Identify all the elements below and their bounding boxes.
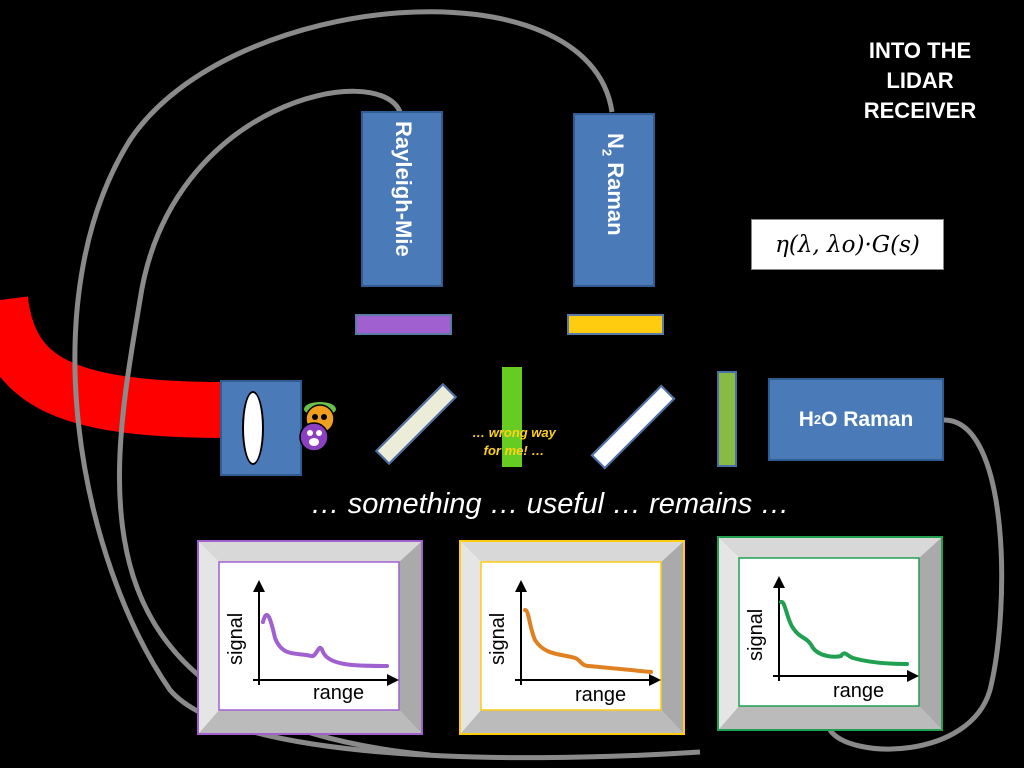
n2-raman-detector: N2 Raman [573,113,655,287]
n2-label-main: N [603,133,628,149]
note-line-1: … wrong way [472,425,556,440]
wrong-way-note: … wrong way for me! … [452,424,576,460]
panel-frame-purple [197,540,423,735]
signal-panel-purple: signal range [197,540,423,735]
lens [242,391,264,465]
yellow-filter [567,314,664,335]
h2o-label-sub: 2 [813,412,822,427]
range-label-orange: range [575,684,627,706]
green-mirror-2 [717,371,737,467]
signal-curve-purple [261,613,389,668]
signal-curve-orange [523,608,653,674]
green-mirror-1 [502,367,522,467]
panel-frame-orange [459,540,685,735]
lens-housing [220,380,302,476]
signal-label-orange: signal [487,612,509,665]
title-line-2: LIDAR [886,68,954,93]
face-icon [299,402,336,452]
laser-beam [0,295,226,438]
signal-label-purple: signal [225,612,247,665]
purple-filter [355,314,452,335]
h2o-label-main: H [798,407,814,431]
title-line-3: RECEIVER [863,98,977,123]
cable-h2o [827,417,1005,752]
panel-frame-green [717,536,943,731]
cable-n2 [72,9,701,761]
efficiency-equation: η(λ, λo)·G(s) [751,219,944,270]
signal-panel-green: signal range [717,536,943,731]
n2-raman-label: N2 Raman [600,133,628,236]
n2-label-rest: Raman [603,156,628,236]
range-label-green: range [833,680,885,702]
lidar-title: INTO THE LIDAR RECEIVER [840,36,1000,126]
signal-panel-orange: signal range [459,540,685,735]
rayleigh-mie-detector: Rayleigh-Mie [361,111,443,287]
caption-text: … something … useful … remains … [310,488,790,520]
h2o-label-rest: O Raman [821,407,914,431]
note-line-2: for me! … [483,443,545,458]
rayleigh-mie-label: Rayleigh-Mie [391,121,416,257]
signal-curve-green [779,600,909,666]
title-line-1: INTO THE [868,38,972,63]
signal-label-green: signal [745,608,767,661]
range-label-purple: range [313,682,365,704]
